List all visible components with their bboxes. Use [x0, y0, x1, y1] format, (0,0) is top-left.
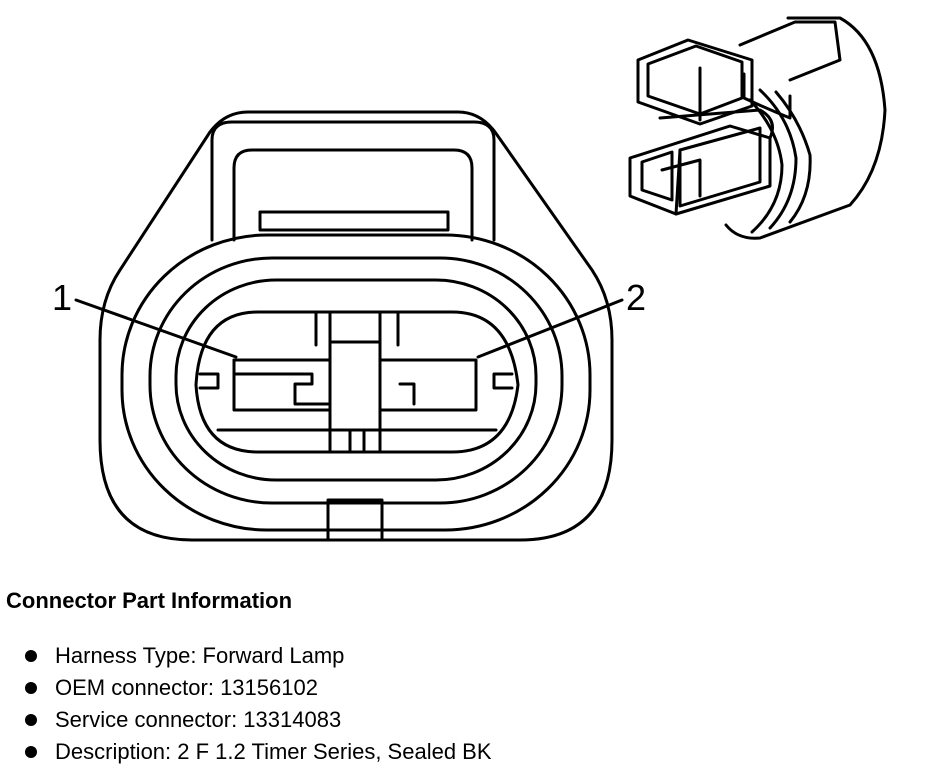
locking-tab-inner [232, 148, 474, 242]
side-latch-right [492, 372, 514, 390]
bottom-keyway [326, 498, 384, 542]
terminal-cavity-outline [194, 310, 520, 454]
locking-tab [210, 120, 496, 242]
bullet-icon [25, 746, 37, 758]
oem-connector: OEM connector: 13156102 [55, 675, 318, 700]
list-item: Harness Type: Forward Lamp [22, 640, 492, 672]
seal-ring-inner [174, 278, 538, 482]
connector-diagram: 1 2 [52, 16, 887, 542]
pin-2-leader [476, 298, 624, 359]
list-item: OEM connector: 13156102 [22, 672, 492, 704]
list-item: Description: 2 F 1.2 Timer Series, Seale… [22, 736, 492, 768]
service-connector: Service connector: 13314083 [55, 707, 342, 732]
bullet-icon [25, 714, 37, 726]
pin-2-terminal [398, 382, 416, 406]
pin-1-leader [74, 298, 238, 359]
connector-info-list: Harness Type: Forward Lamp OEM connector… [22, 640, 492, 768]
side-latch-left [198, 372, 220, 390]
bullet-icon [25, 650, 37, 662]
list-item: Service connector: 13314083 [22, 704, 492, 736]
pin-2-label: 2 [626, 277, 646, 318]
locking-tab-slot [258, 210, 450, 232]
pin-1-label: 1 [52, 277, 72, 318]
description: Description: 2 F 1.2 Timer Series, Seale… [55, 739, 492, 764]
seal-ring-middle [148, 256, 564, 505]
connector-isometric-view [628, 16, 887, 240]
bullet-icon [25, 682, 37, 694]
pin-1-terminal [232, 358, 332, 406]
pin-2-cavity [378, 358, 478, 412]
seal-ring-outer [120, 233, 592, 532]
connector-info-title: Connector Part Information [6, 588, 293, 613]
harness-type: Harness Type: Forward Lamp [55, 643, 345, 668]
connector-body-outline [98, 110, 614, 542]
